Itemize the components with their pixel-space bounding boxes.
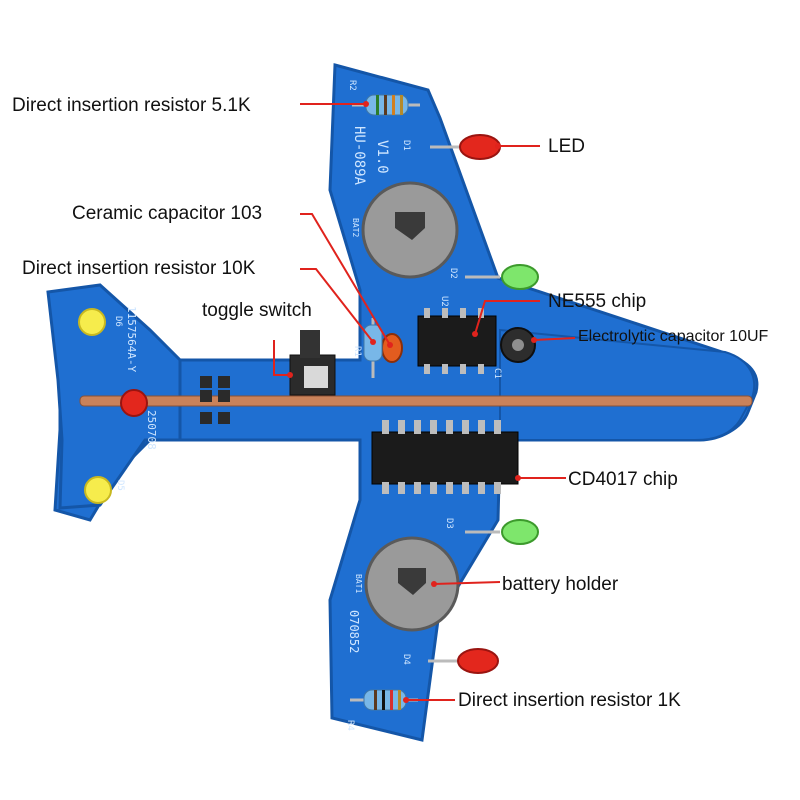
resistor-1k bbox=[350, 689, 418, 711]
silk-d6: D6 bbox=[113, 316, 123, 327]
pcb-right-wing bbox=[499, 328, 756, 441]
red-led-tail bbox=[120, 389, 148, 417]
label-resistor-1k: Direct insertion resistor 1K bbox=[458, 690, 681, 711]
cd4017-chip bbox=[371, 420, 519, 494]
leader-battery-holder bbox=[433, 581, 501, 585]
silk-u2: U2 bbox=[439, 296, 449, 307]
leader-toggle-switch bbox=[273, 340, 290, 376]
battery-holder-top bbox=[361, 181, 459, 279]
label-battery-holder: battery holder bbox=[502, 574, 619, 595]
electrolytic-capacitor bbox=[500, 327, 536, 363]
tail-led-bottom bbox=[84, 476, 112, 504]
red-led-top bbox=[430, 134, 501, 160]
silk-d4: D4 bbox=[401, 654, 411, 665]
silk-d3: D3 bbox=[444, 518, 454, 529]
silk-bat-bottom: BAT1 bbox=[354, 574, 363, 593]
silk-serial-tail: 1157564A-Y bbox=[125, 306, 138, 373]
green-led-bottom bbox=[465, 519, 539, 545]
silkscreen: V1.0 HU-089A 1157564A-Y 250708 070852 BA… bbox=[113, 80, 502, 731]
copper-wire bbox=[79, 395, 753, 407]
label-electrolytic-capacitor: Electrolytic capacitor 10UF bbox=[578, 328, 769, 345]
silk-r1: R1 bbox=[352, 346, 362, 357]
silk-d2: D2 bbox=[448, 268, 458, 279]
pin-header bbox=[200, 376, 230, 424]
resistor-5-1k bbox=[352, 94, 420, 116]
leader-ceramic-cap bbox=[300, 213, 391, 346]
ne555-chip bbox=[417, 308, 497, 374]
toggle-switch bbox=[289, 330, 336, 396]
label-led: LED bbox=[548, 136, 585, 157]
silk-r2: R2 bbox=[347, 80, 357, 91]
silk-model: HU-089A bbox=[351, 126, 367, 186]
label-resistor-10k: Direct insertion resistor 10K bbox=[22, 258, 256, 279]
silk-version: V1.0 bbox=[374, 140, 390, 174]
label-resistor-5-1k: Direct insertion resistor 5.1K bbox=[12, 95, 251, 116]
label-ceramic-capacitor: Ceramic capacitor 103 bbox=[72, 203, 263, 224]
leader-electrolytic bbox=[533, 337, 576, 341]
leader-resistor-10k bbox=[300, 268, 374, 343]
label-cd4017-chip: CD4017 chip bbox=[568, 469, 678, 490]
silk-d1: D1 bbox=[401, 140, 411, 151]
silk-r4: R4 bbox=[345, 720, 355, 731]
silk-code-tail: 250708 bbox=[145, 410, 158, 450]
tail-led-top bbox=[78, 308, 106, 336]
leader-ne555 bbox=[474, 300, 540, 335]
label-ne555-chip: NE555 chip bbox=[548, 291, 647, 312]
label-toggle-switch: toggle switch bbox=[202, 300, 312, 321]
green-led-top bbox=[465, 264, 539, 290]
red-led-bottom bbox=[428, 648, 499, 674]
annotation-lines bbox=[273, 103, 576, 701]
silk-d5: D5 bbox=[115, 480, 125, 491]
silk-c1: C1 bbox=[492, 368, 502, 379]
silk-bat-top: BAT2 bbox=[351, 218, 360, 237]
annotation-dots bbox=[287, 101, 537, 703]
silk-code-bottom: 070852 bbox=[347, 610, 361, 653]
